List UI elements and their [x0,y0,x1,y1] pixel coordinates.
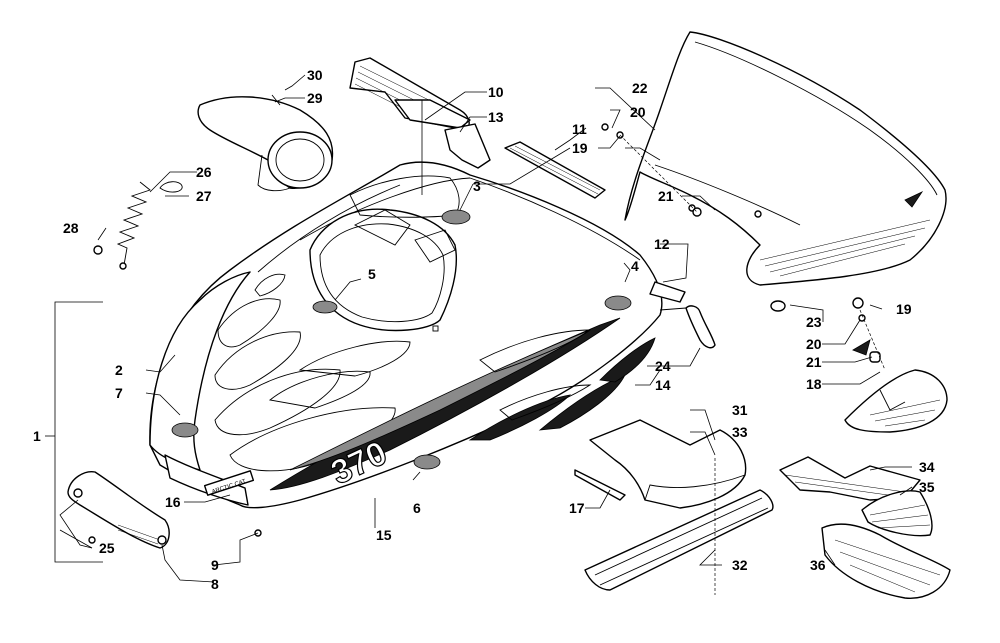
callout-17: 17 [569,500,585,516]
callout-35: 35 [919,479,935,495]
windshield-fasteners [601,123,786,312]
decal-11 [504,141,606,199]
decal-4 [604,295,632,311]
callout-13: 13 [488,109,504,125]
callout-34: 34 [919,459,935,475]
callout-labels: 1 2 3 4 5 6 7 8 9 10 11 12 13 14 15 16 1… [33,67,935,592]
callout-22: 22 [632,80,648,96]
callout-18: 18 [806,376,822,392]
top-decals [349,57,491,169]
callout-9: 9 [211,557,219,573]
side-pieces [779,456,951,599]
callout-2: 2 [115,362,123,378]
handle-24 [659,305,716,349]
decal-3 [441,209,471,225]
callout-10: 10 [488,84,504,100]
callout-27: 27 [196,188,212,204]
callout-25: 25 [99,540,115,556]
callout-4: 4 [631,258,639,274]
callout-28: 28 [63,220,79,236]
decal-7 [171,422,199,438]
callout-6: 6 [413,500,421,516]
callout-26: 26 [196,164,212,180]
callout-1: 1 [33,428,41,444]
callout-30: 30 [307,67,323,83]
bumper-8 [67,471,262,549]
callout-36: 36 [810,557,826,573]
side-fasteners [852,297,886,371]
callout-5: 5 [368,266,376,282]
group-bracket [54,301,103,563]
callout-33: 33 [732,424,748,440]
callout-24: 24 [655,358,671,374]
hood-assembly: 370 ARCTIC CAT [149,161,663,509]
callout-21b: 21 [806,354,822,370]
callout-32: 32 [732,557,748,573]
callout-16: 16 [165,494,181,510]
decal-5 [312,300,338,314]
spring-assembly [93,181,183,270]
callout-19a: 19 [572,140,588,156]
decal-6 [413,454,441,470]
callout-23: 23 [806,314,822,330]
callout-19b: 19 [896,301,912,317]
callout-29: 29 [307,90,323,106]
callout-3: 3 [473,178,481,194]
decal-12 [649,281,686,303]
callout-15: 15 [376,527,392,543]
callout-20a: 20 [630,104,646,120]
callout-7: 7 [115,385,123,401]
leader-lines [59,74,913,583]
side-panel-18 [844,369,948,433]
windshield [624,31,947,286]
callout-14: 14 [655,377,671,393]
belly-pan [574,419,774,595]
callout-11: 11 [572,121,587,137]
callout-21a: 21 [658,188,674,204]
callout-20b: 20 [806,336,822,352]
callout-12: 12 [654,236,670,252]
headlight-housing [197,94,334,192]
callout-8: 8 [211,576,219,592]
callout-31: 31 [732,402,748,418]
